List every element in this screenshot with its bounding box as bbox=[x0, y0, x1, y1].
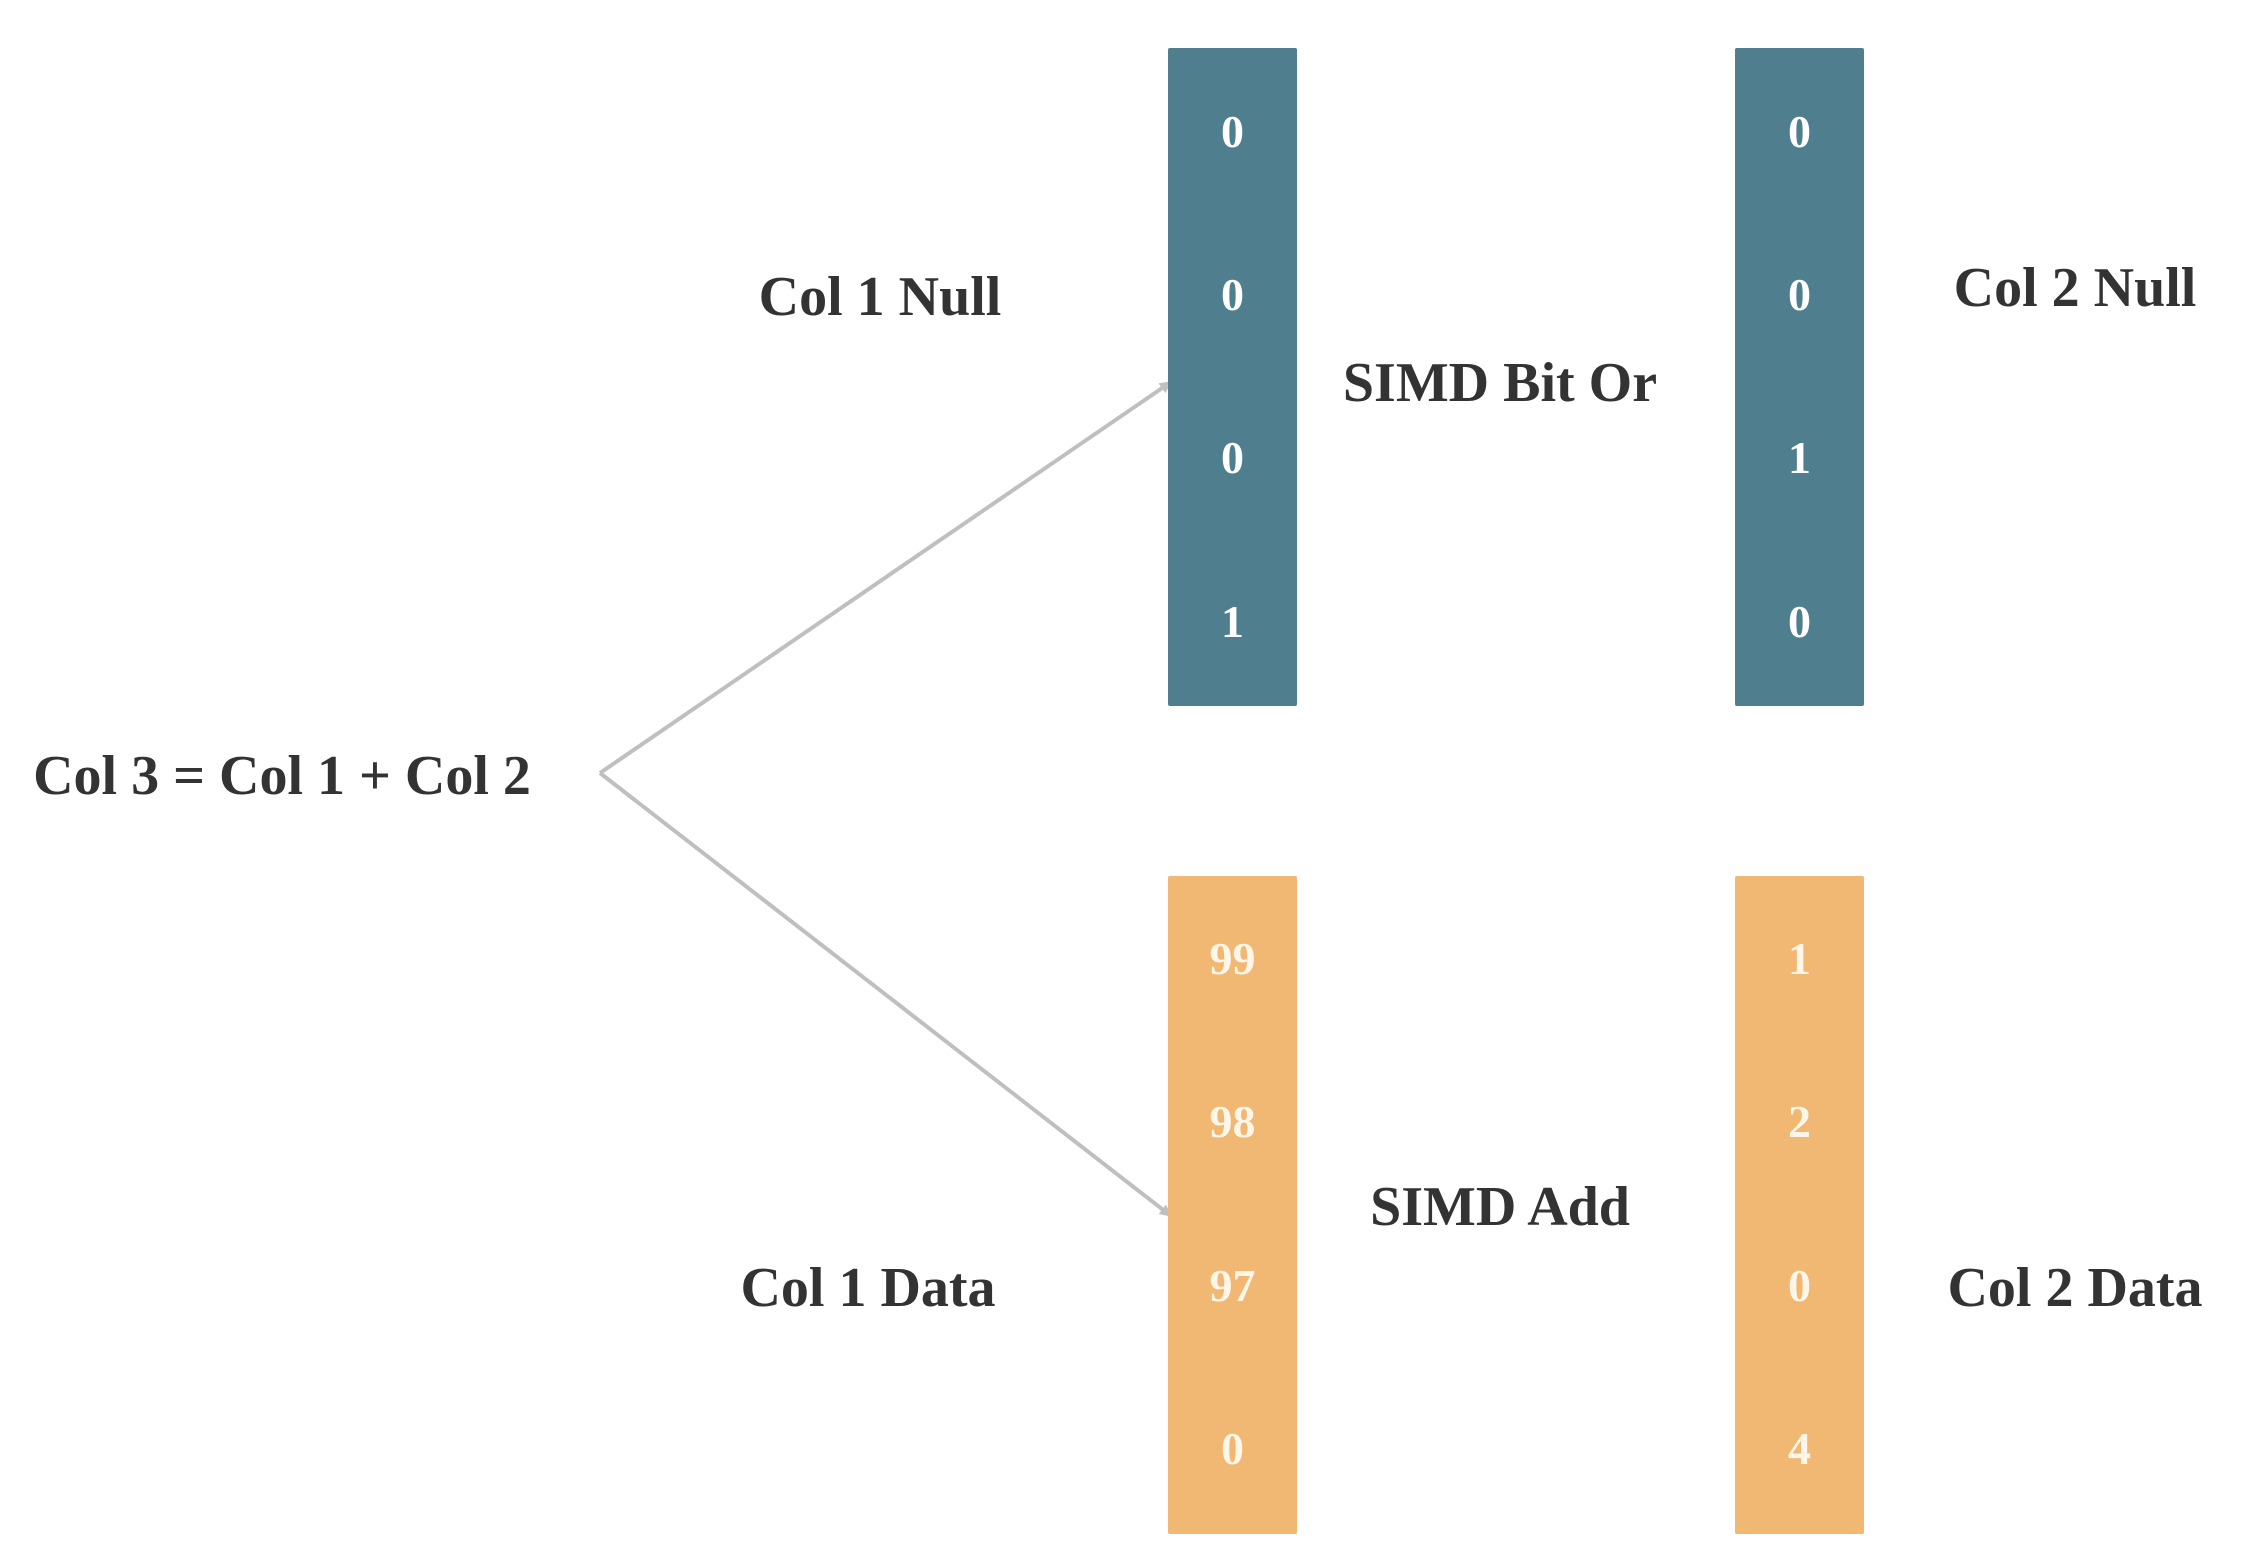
col1-data-cell: 98 bbox=[1209, 1096, 1256, 1147]
col1-data-label: Col 1 Data bbox=[740, 1257, 996, 1319]
col2-data-cell: 1 bbox=[1788, 933, 1811, 984]
col1-data-column: 99 98 97 0 bbox=[1168, 876, 1297, 1534]
col2-null-column: 0 0 1 0 bbox=[1735, 48, 1864, 706]
arrow-to-data bbox=[598, 771, 1173, 1218]
col2-data-cell: 4 bbox=[1788, 1423, 1811, 1474]
col1-null-column: 0 0 0 1 bbox=[1168, 48, 1297, 706]
simd-or-label: SIMD Bit Or bbox=[1342, 352, 1658, 414]
col1-null-cell: 1 bbox=[1221, 596, 1244, 647]
col1-null-label: Col 1 Null bbox=[758, 266, 1002, 328]
col1-null-cell: 0 bbox=[1221, 269, 1244, 320]
arrow-to-null bbox=[598, 380, 1173, 775]
simd-add-label: SIMD Add bbox=[1370, 1176, 1630, 1238]
col2-data-label: Col 2 Data bbox=[1947, 1257, 2203, 1319]
col2-data-cell: 2 bbox=[1788, 1096, 1811, 1147]
col1-data-cell: 97 bbox=[1209, 1260, 1256, 1311]
col2-null-cell: 0 bbox=[1788, 596, 1811, 647]
col2-null-cell: 0 bbox=[1788, 269, 1811, 320]
expression-label: Col 3 = Col 1 + Col 2 bbox=[33, 745, 531, 807]
col2-data-cell: 0 bbox=[1788, 1260, 1811, 1311]
col1-data-cell: 0 bbox=[1221, 1423, 1244, 1474]
col2-data-column: 1 2 0 4 bbox=[1735, 876, 1864, 1534]
col1-data-cell: 99 bbox=[1209, 933, 1256, 984]
col2-null-cell: 1 bbox=[1788, 432, 1811, 483]
col2-null-cell: 0 bbox=[1788, 106, 1811, 157]
col1-null-cell: 0 bbox=[1221, 106, 1244, 157]
col1-null-cell: 0 bbox=[1221, 432, 1244, 483]
col2-null-label: Col 2 Null bbox=[1953, 257, 2197, 319]
